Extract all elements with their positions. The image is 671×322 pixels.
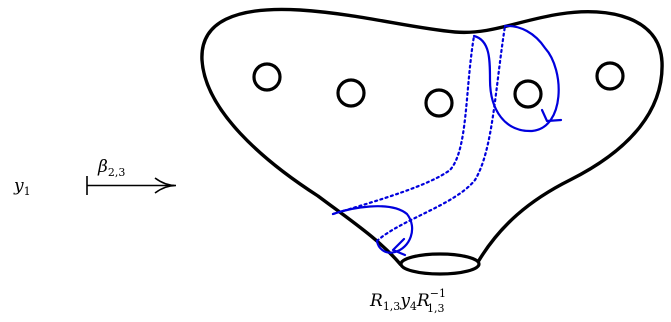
dotted-arc-inner [375, 24, 507, 243]
solid-curve [331, 24, 560, 254]
source-label: y1 [13, 176, 31, 198]
lower-loop [331, 205, 414, 254]
dotted-arc-outer [331, 34, 476, 216]
surface-outline [200, 7, 664, 267]
lower-arrowhead [391, 237, 407, 257]
curve-arrowheads [391, 108, 563, 257]
result-R1: R [369, 291, 383, 311]
result-R2: R [416, 291, 430, 311]
result-R2-sub: 1,3 [427, 302, 445, 315]
puncture-3 [424, 88, 454, 118]
source-var: y [13, 176, 24, 196]
upper-arrowhead [540, 108, 563, 123]
puncture-4 [513, 79, 543, 109]
arrow-sub: 2,3 [108, 166, 126, 179]
puncture-1 [252, 62, 282, 92]
puncture-5 [595, 61, 625, 91]
result-R1-sub: 1,3 [383, 300, 401, 313]
result-y: y [399, 291, 410, 311]
result-y-sub: 4 [410, 300, 417, 313]
arrow-label: β2,3 [97, 157, 125, 179]
dotted-curve [331, 24, 507, 243]
punctures [252, 61, 625, 118]
arrow-symbol: β [97, 157, 108, 177]
result-R2-sup: −1 [430, 287, 446, 300]
source-sub: 1 [24, 185, 31, 198]
maps-to-arrow [86, 176, 177, 195]
puncture-2 [336, 78, 366, 108]
upper-loop [472, 24, 560, 133]
boundary-ellipse [399, 252, 481, 276]
